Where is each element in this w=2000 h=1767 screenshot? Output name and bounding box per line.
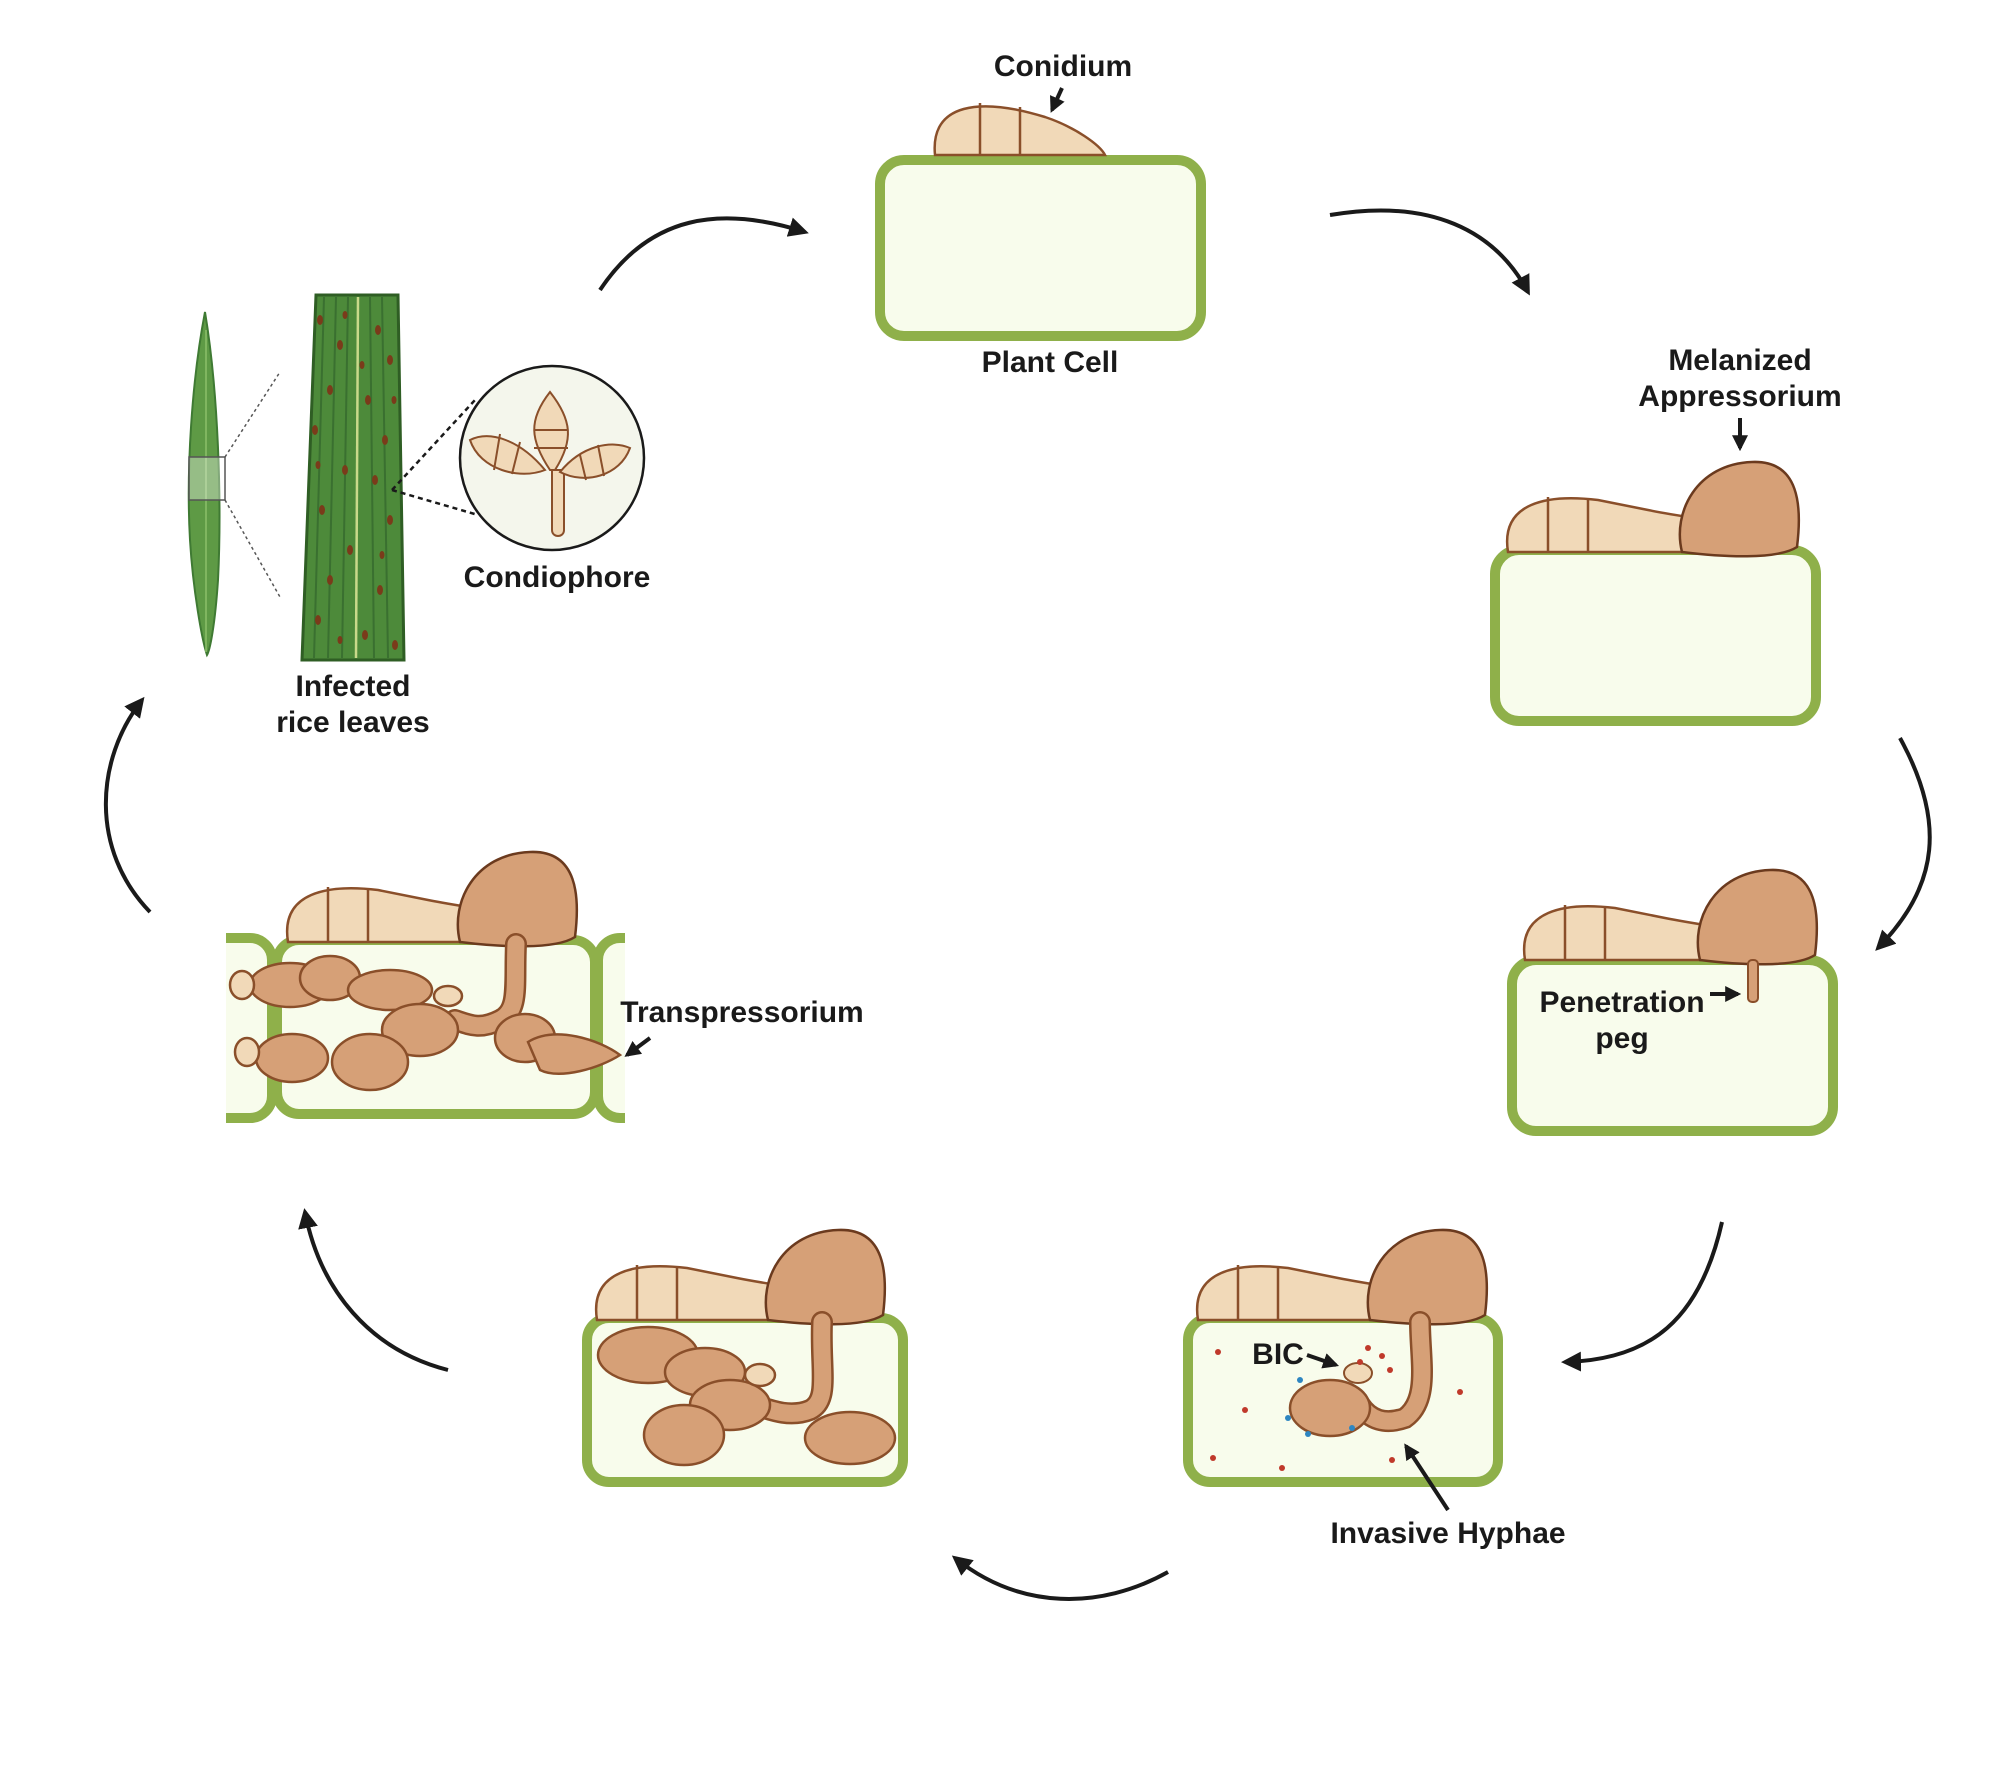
melanized-label: Melanized: [1668, 344, 1811, 377]
penetration-peg-icon: [1747, 959, 1759, 1003]
invasive-hyphae-label: Invasive Hyphae: [1330, 1517, 1565, 1550]
infected-label: Infected: [295, 670, 410, 703]
conidium-icon: [933, 101, 1107, 157]
cycle-arrow-icon: [951, 1555, 1169, 1601]
leaf-closeup: [300, 293, 406, 662]
bic-label: BIC: [1252, 1338, 1304, 1371]
cycle-arrow-icon: [1875, 737, 1932, 951]
appressorium-icon: [764, 1228, 887, 1326]
cycle-arrow-icon: [1329, 208, 1530, 296]
stage-invasive-hyphae: BIC Invasive Hyphae: [1183, 1228, 1566, 1550]
cycle-arrows: [103, 208, 1932, 1601]
hyphae-cluster-icon: [596, 1311, 897, 1467]
stage-penetration-peg: Penetration peg: [1507, 868, 1838, 1136]
transpressorium-icon: [526, 1033, 623, 1075]
cycle-arrow-icon: [1561, 1221, 1724, 1372]
rice-leaves-label: rice leaves: [276, 706, 429, 739]
stage-conidium-landing: Conidium Plant Cell: [875, 50, 1206, 379]
conidiophore-icon: [468, 390, 632, 537]
cycle-arrow-icon: [598, 216, 809, 292]
appressorium-label: Appressorium: [1638, 380, 1841, 413]
transpressorium-label: Transpressorium: [620, 996, 863, 1029]
bic-icon: [1343, 1362, 1373, 1384]
cycle-arrow-icon: [298, 1208, 449, 1372]
lesion-spots: [312, 311, 398, 650]
hyphae-cluster-icon: [228, 933, 623, 1092]
appressorium-icon: [456, 850, 579, 948]
stage-transpressorium: Transpressorium: [180, 850, 864, 1126]
appressorium-icon: [1678, 460, 1801, 558]
penetration-label: Penetration: [1539, 986, 1704, 1019]
stage-cell-colonization: [582, 1228, 908, 1487]
stage-infected-leaves: Condiophore Infected rice leaves: [187, 293, 651, 739]
stage-melanized-appressorium: Melanized Appressorium: [1490, 344, 1842, 726]
zoom-box: [188, 456, 226, 501]
conidium-label: Conidium: [994, 50, 1132, 83]
appressorium-icon: [1366, 1228, 1489, 1326]
cycle-arrow-icon: [103, 696, 152, 914]
condiophore-label: Condiophore: [464, 561, 651, 594]
plant-cell-icon: [1490, 545, 1821, 726]
appressorium-icon: [1696, 868, 1819, 966]
effector-dots: [1210, 1345, 1463, 1471]
plant-cell-label: Plant Cell: [982, 346, 1119, 379]
peg-label: peg: [1595, 1022, 1648, 1055]
plant-cell-icon: [875, 155, 1206, 341]
